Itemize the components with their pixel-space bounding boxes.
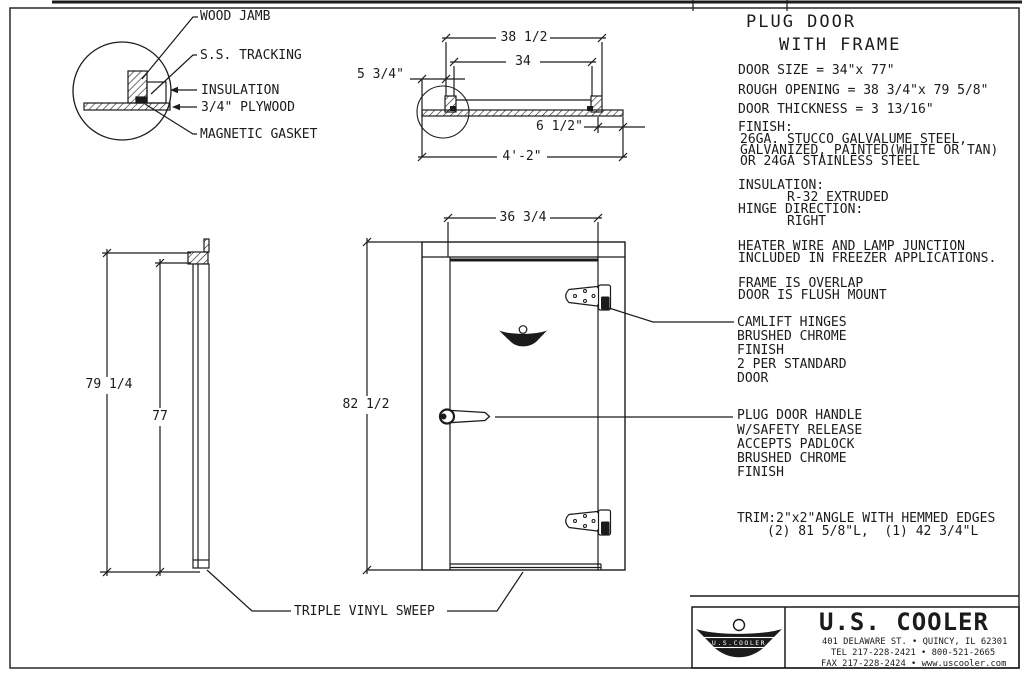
camlift-hinge-top — [565, 284, 612, 311]
note-trim-2: (2) 81 5/8"L, (1) 42 3/4"L — [767, 524, 979, 539]
label-insulation: INSULATION — [201, 83, 280, 98]
drawing-title-line2: WITH FRAME — [779, 35, 902, 55]
company-logo-text: U.S.COOLER — [711, 639, 767, 647]
callout-handle-5: FINISH — [737, 465, 784, 480]
callout-camlift-1: CAMLIFT HINGES — [737, 315, 847, 330]
side-section-view — [100, 238, 210, 577]
dim-opening-height: 82 1/2 — [342, 397, 390, 412]
label-magnetic-gasket: MAGNETIC GASKET — [200, 127, 318, 142]
note-finish-heading: FINISH: — [738, 120, 793, 135]
hinge-leader-line — [608, 307, 734, 323]
callout-camlift-4: 2 PER STANDARD — [737, 357, 847, 372]
callout-handle-3: ACCEPTS PADLOCK — [737, 437, 855, 452]
door-emblem — [499, 325, 547, 347]
drawing-title-line1: PLUG DOOR — [746, 12, 857, 32]
plan-section-view — [410, 33, 645, 162]
door-handle — [438, 408, 491, 425]
label-triple-vinyl-sweep: TRIPLE VINYL SWEEP — [294, 604, 435, 619]
note-insulation-value: R-32 EXTRUDED — [787, 190, 889, 205]
jamb-detail-view — [72, 16, 198, 141]
sweep-leader-left — [206, 569, 291, 612]
dim-jamb-offset: 5 3/4" — [357, 67, 404, 82]
company-phone: TEL 217-228-2421 • 800-521-2665 — [831, 648, 996, 658]
note-finish-1: 26GA. STUCCO GALVALUME STEEL, — [740, 132, 967, 147]
company-address: 401 DELAWARE ST. • QUINCY, IL 62301 — [822, 637, 1008, 647]
callout-handle-4: BRUSHED CHROME — [737, 451, 847, 466]
dim-frame-height: 79 1/4 — [85, 377, 133, 392]
dim-door-height: 77 — [152, 409, 168, 424]
note-flush-mount: DOOR IS FLUSH MOUNT — [738, 288, 887, 303]
page-border — [9, 0, 1022, 669]
dim-overall-plan: 4'-2" — [502, 149, 542, 164]
company-name: U.S. COOLER — [819, 608, 989, 636]
dim-track-ext: 6 1/2" — [536, 119, 583, 134]
label-wood-jamb: WOOD JAMB — [200, 9, 271, 24]
note-rough-opening: ROUGH OPENING = 38 3/4"x 79 5/8" — [738, 83, 989, 98]
callout-camlift-5: DOOR — [737, 371, 769, 386]
note-insulation-heading: INSULATION: — [738, 178, 825, 193]
title-block — [690, 595, 1020, 669]
note-finish-3: OR 24GA STAINLESS STEEL — [740, 154, 921, 169]
dim-door-width: 34 — [515, 54, 531, 69]
sweep-leader-right — [447, 571, 524, 612]
label-plywood: 3/4" PLYWOOD — [201, 100, 295, 115]
camlift-hinge-bottom — [565, 509, 612, 536]
callout-camlift-2: BRUSHED CHROME — [737, 329, 847, 344]
note-door-thickness: DOOR THICKNESS = 3 13/16" — [738, 102, 934, 117]
callout-handle-1: PLUG DOOR HANDLE — [737, 408, 863, 423]
note-door-size: DOOR SIZE = 34"x 77" — [738, 63, 895, 78]
label-ss-tracking: S.S. TRACKING — [200, 48, 302, 63]
note-frame-overlap: FRAME IS OVERLAP — [738, 276, 864, 291]
note-hinge-direction-heading: HINGE DIRECTION: — [738, 202, 864, 217]
company-logo-crest — [732, 618, 746, 632]
note-heater-wire-2: INCLUDED IN FREEZER APPLICATIONS. — [738, 251, 997, 266]
company-logo-wing — [696, 629, 782, 658]
company-fax-web: FAX 217-228-2424 • www.uscooler.com — [821, 659, 1007, 669]
callout-handle-2: W/SAFETY RELEASE — [737, 423, 863, 438]
dim-opening-width: 36 3/4 — [499, 210, 547, 225]
note-heater-wire-1: HEATER WIRE AND LAMP JUNCTION — [738, 239, 965, 254]
note-hinge-direction-value: RIGHT — [787, 214, 827, 229]
note-trim-1: TRIM:2"x2"ANGLE WITH HEMMED EDGES — [737, 511, 996, 526]
note-finish-2: GALVANIZED, PAINTED(WHITE OR TAN) — [740, 143, 999, 158]
dim-rough-width: 38 1/2 — [500, 30, 548, 45]
callout-camlift-3: FINISH — [737, 343, 784, 358]
